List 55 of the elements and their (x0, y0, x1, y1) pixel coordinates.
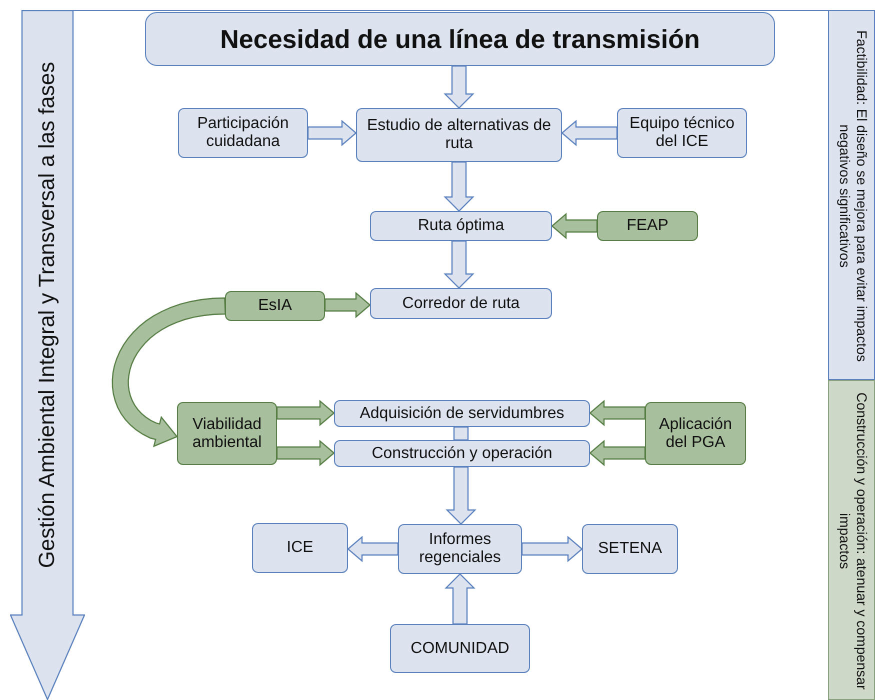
phase-band (828, 380, 875, 700)
node-label: Aplicación del PGA (658, 416, 733, 452)
node-label: Construcción y operación (372, 444, 552, 462)
process-box (398, 524, 522, 574)
block-arrow (444, 240, 474, 289)
block-arrow (589, 400, 646, 426)
node-label: SETENA (598, 540, 662, 558)
phase-arrow (10, 10, 85, 700)
phase-label: Gestión Ambiental Integral y Transversal a las fases (34, 60, 60, 570)
connector-bar (453, 426, 469, 441)
block-arrow (444, 573, 476, 625)
node-label: Adquisición de servidumbres (360, 404, 564, 422)
process-box (356, 108, 562, 162)
entity-box (252, 523, 348, 573)
process-box (334, 440, 590, 467)
block-arrow (324, 292, 371, 318)
block-arrow (276, 440, 335, 466)
process-box (334, 400, 590, 427)
block-arrow (551, 212, 598, 240)
block-arrow (521, 536, 583, 562)
input-box (617, 108, 747, 158)
node-label: Participación cuidadana (196, 115, 290, 151)
phase-label: Construcción y operación: atenuar y compensar impactos (836, 391, 870, 691)
process-box (370, 211, 552, 241)
input-box (177, 402, 277, 465)
title-box (145, 12, 775, 66)
block-arrow (307, 120, 357, 146)
node-label: EsIA (258, 297, 292, 315)
input-box (225, 291, 325, 321)
node-label: ICE (286, 539, 314, 557)
block-arrow (589, 440, 646, 466)
phase-band (828, 10, 875, 380)
entity-box (582, 524, 678, 574)
node-label: COMUNIDAD (410, 640, 510, 658)
block-arrow (444, 65, 474, 109)
input-box (597, 211, 698, 241)
block-arrow (561, 120, 618, 146)
node-label: Ruta óptima (418, 217, 504, 235)
block-arrow (112, 297, 226, 448)
node-label: Estudio de alternativas de ruta (366, 117, 552, 153)
node-label: Corredor de ruta (402, 294, 520, 312)
process-box (370, 288, 552, 319)
phase-label: Factibilidad: El diseño se mejora para evitar impactos negativos significativos (836, 29, 870, 364)
node-label: FEAP (626, 217, 668, 235)
input-box (178, 108, 308, 158)
node-label: Informes regenciales (418, 531, 502, 567)
block-arrow (444, 161, 474, 212)
entity-box (390, 624, 530, 673)
title-text: Necesidad de una línea de transmisión (220, 24, 700, 54)
node-label: Viabilidad ambiental (191, 416, 263, 452)
input-box (645, 402, 746, 465)
block-arrow (276, 400, 335, 426)
node-label: Equipo técnico del ICE (628, 115, 736, 151)
block-arrow (446, 466, 476, 525)
block-arrow (347, 536, 399, 562)
